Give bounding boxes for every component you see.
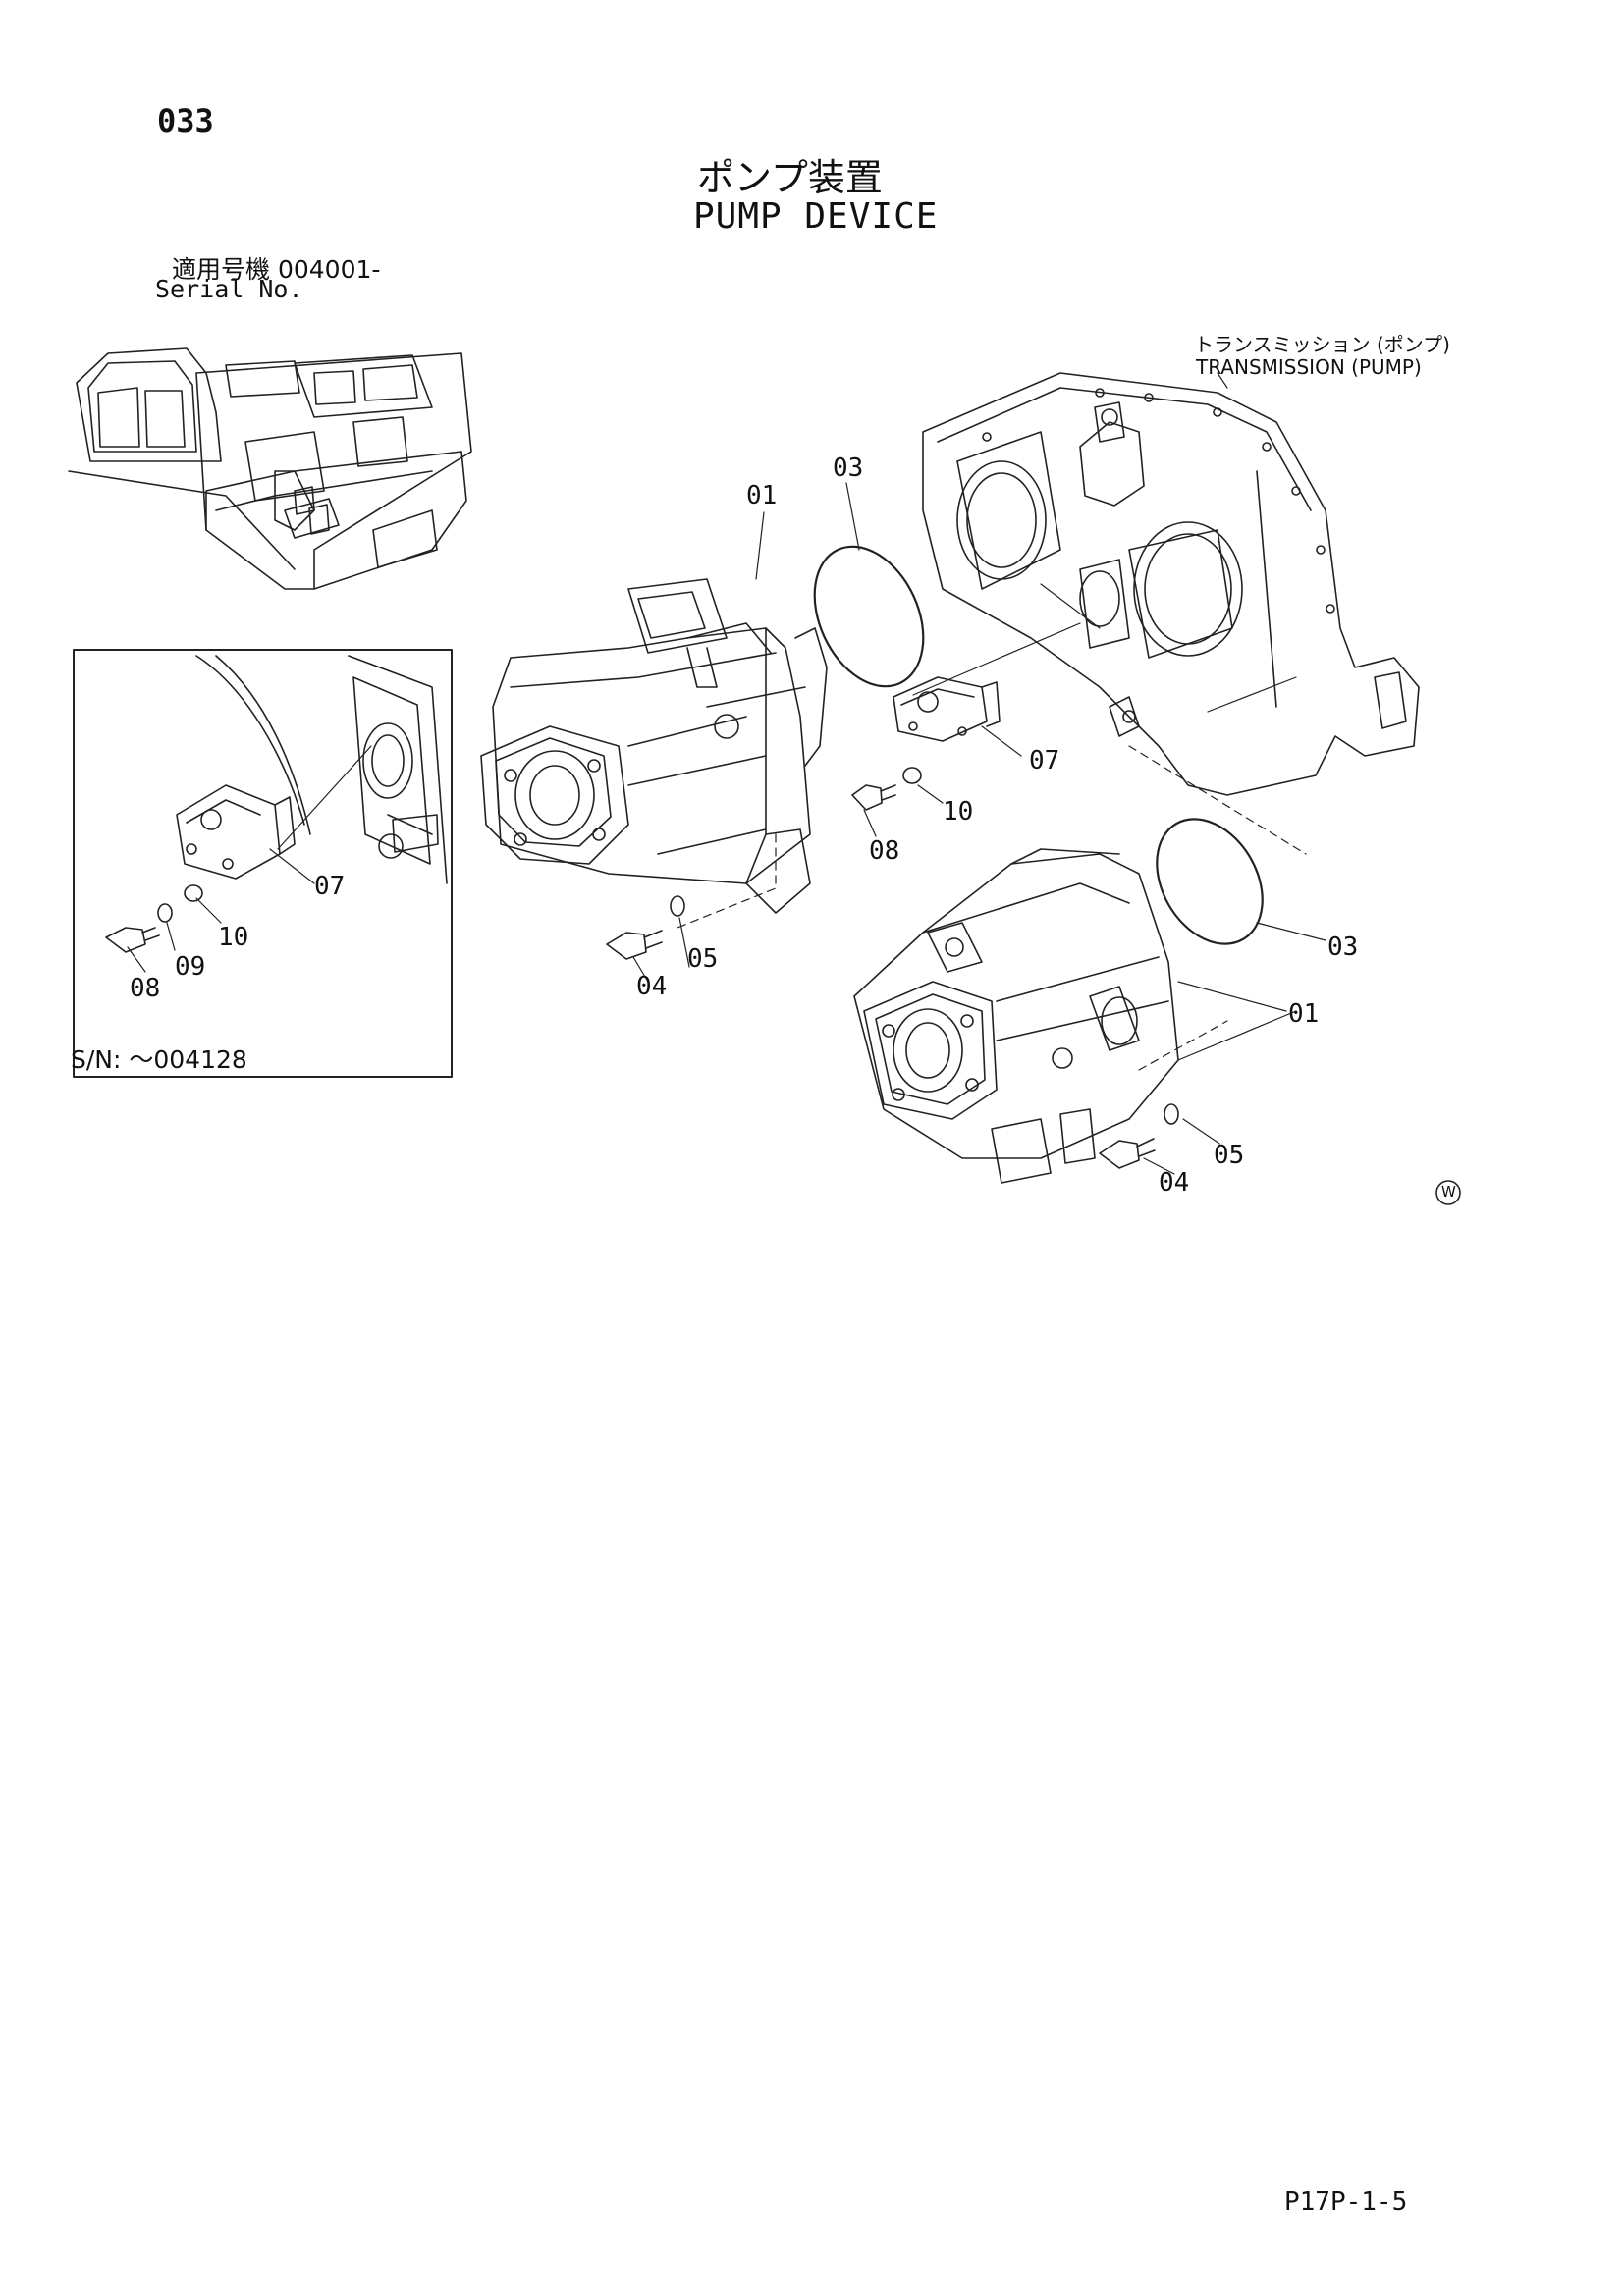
- o-ring-03-upper: [793, 529, 945, 704]
- inset-washer-10: [185, 885, 202, 901]
- washer-05-lower: [1164, 1104, 1178, 1124]
- main-pump-upper: [481, 579, 827, 928]
- part-label-05-upper: 05: [687, 944, 719, 974]
- bolt-04-lower: [1100, 1139, 1155, 1168]
- part-label-07-upper: 07: [1029, 746, 1060, 775]
- transmission-label-japanese: トランスミッション (ポンプ): [1194, 333, 1450, 356]
- serial-range-japanese: 適用号機 004001-: [172, 255, 381, 284]
- page-title-english: PUMP DEVICE: [693, 196, 939, 237]
- inset-part-label-09: 09: [175, 952, 206, 982]
- part-label-01-upper: 01: [746, 481, 778, 510]
- transmission-label-english: TRANSMISSION (PUMP): [1196, 355, 1422, 379]
- transmission-housing: [923, 373, 1419, 854]
- inset-frame: [74, 650, 452, 1077]
- part-label-04-lower: 04: [1159, 1168, 1190, 1198]
- gear-pump-07-upper: [893, 623, 1080, 741]
- part-label-03-lower: 03: [1327, 933, 1359, 962]
- page-number: 033: [157, 102, 214, 139]
- excavator-locator-drawing: [69, 348, 471, 589]
- watermark-circle: [1436, 1181, 1460, 1204]
- inset-detail-drawing: [106, 656, 447, 952]
- page-code: P17P-1-5: [1284, 2187, 1408, 2216]
- part-label-10-upper: 10: [943, 797, 974, 827]
- washer-05-upper: [671, 896, 684, 916]
- o-ring-03-lower: [1135, 800, 1283, 963]
- part-label-01-lower: 01: [1288, 999, 1320, 1029]
- watermark-letter: W: [1441, 1183, 1456, 1201]
- part-label-08-upper: 08: [869, 836, 900, 866]
- bolt-04-upper: [607, 931, 662, 959]
- inset-washer-09: [158, 904, 172, 922]
- page-title-japanese: ポンプ装置: [697, 156, 883, 199]
- inset-part-label-08: 08: [130, 974, 161, 1003]
- inset-part-label-10: 10: [218, 923, 249, 952]
- part-label-05-lower: 05: [1214, 1141, 1245, 1170]
- inset-bolt-08: [106, 928, 159, 952]
- washer-10-upper: [903, 768, 921, 783]
- main-pump-lower: [854, 849, 1296, 1183]
- part-label-03-upper: 03: [833, 454, 864, 483]
- inset-part-label-07: 07: [314, 872, 346, 901]
- part-label-04-upper: 04: [636, 972, 668, 1001]
- leader-lines: [128, 483, 1326, 1174]
- serial-label-english: Serial No.: [155, 275, 303, 303]
- inset-serial-range: S/N: ～004128: [71, 1045, 247, 1074]
- bolt-08-upper: [852, 785, 895, 810]
